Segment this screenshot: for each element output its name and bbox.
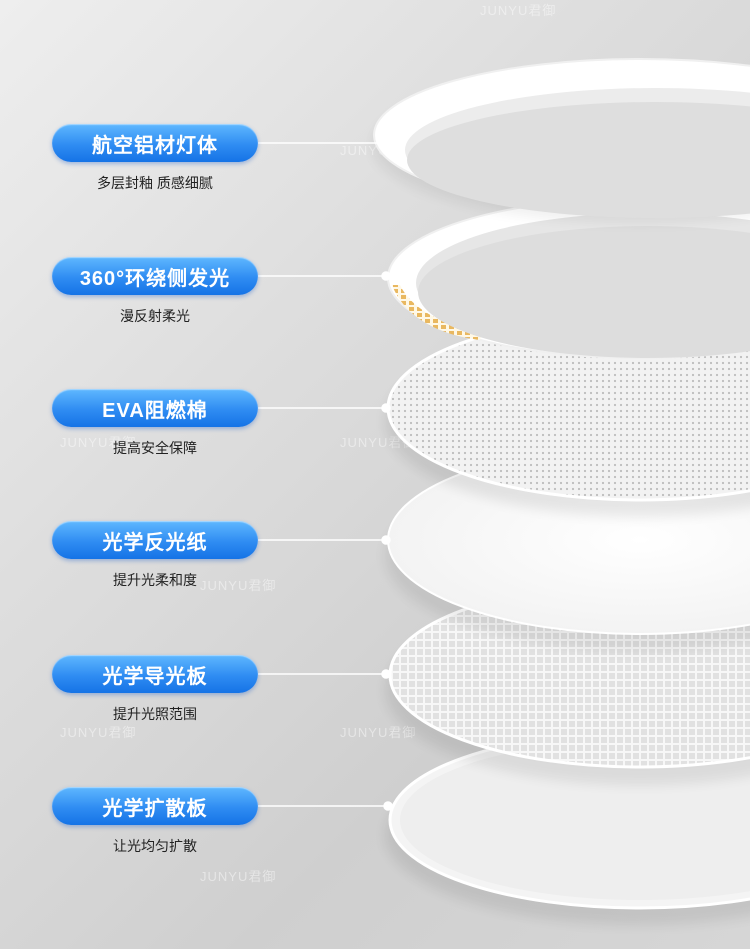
feature-title: 航空铝材灯体 [52, 124, 258, 162]
connector-lines [258, 138, 393, 811]
watermark-12: JUNYU君御 [340, 725, 417, 740]
feature-title: 360°环绕侧发光 [52, 257, 258, 295]
feature-aluminum-body: 航空铝材灯体 多层封釉 质感细腻 [52, 124, 264, 193]
watermark-11: JUNYU君御 [60, 725, 137, 740]
eva-foam-layer [385, 314, 750, 517]
feature-subtitle: 漫反射柔光 [120, 308, 190, 324]
feature-title: EVA阻燃棉 [52, 389, 258, 427]
led-ring-layer [387, 197, 750, 359]
feature-side-lighting: 360°环绕侧发光 漫反射柔光 [52, 257, 264, 326]
feature-title: 光学反光纸 [52, 521, 258, 559]
watermark-6: JUNYU君御 [60, 435, 137, 450]
feature-subtitle: 让光均匀扩散 [113, 838, 197, 854]
aluminum-frame-layer [372, 58, 750, 223]
watermark-14: JUNYU君御 [200, 869, 277, 884]
feature-title: 光学扩散板 [52, 787, 258, 825]
watermark-9: JUNYU君御 [200, 578, 277, 593]
watermark-1: JUNYU君御 [480, 3, 557, 18]
feature-subtitle: 提升光照范围 [113, 706, 197, 722]
feature-eva-foam: EVA阻燃棉 提高安全保障 [52, 389, 264, 458]
feature-subtitle: 提高安全保障 [113, 440, 197, 456]
feature-title: 光学导光板 [52, 655, 258, 693]
feature-subtitle: 多层封釉 质感细腻 [97, 175, 213, 191]
feature-light-guide: 光学导光板 提升光照范围 [52, 655, 264, 724]
feature-reflective-paper: 光学反光纸 提升光柔和度 [52, 521, 264, 590]
feature-subtitle: 提升光柔和度 [113, 572, 197, 588]
feature-diffuser: 光学扩散板 让光均匀扩散 [52, 787, 264, 856]
